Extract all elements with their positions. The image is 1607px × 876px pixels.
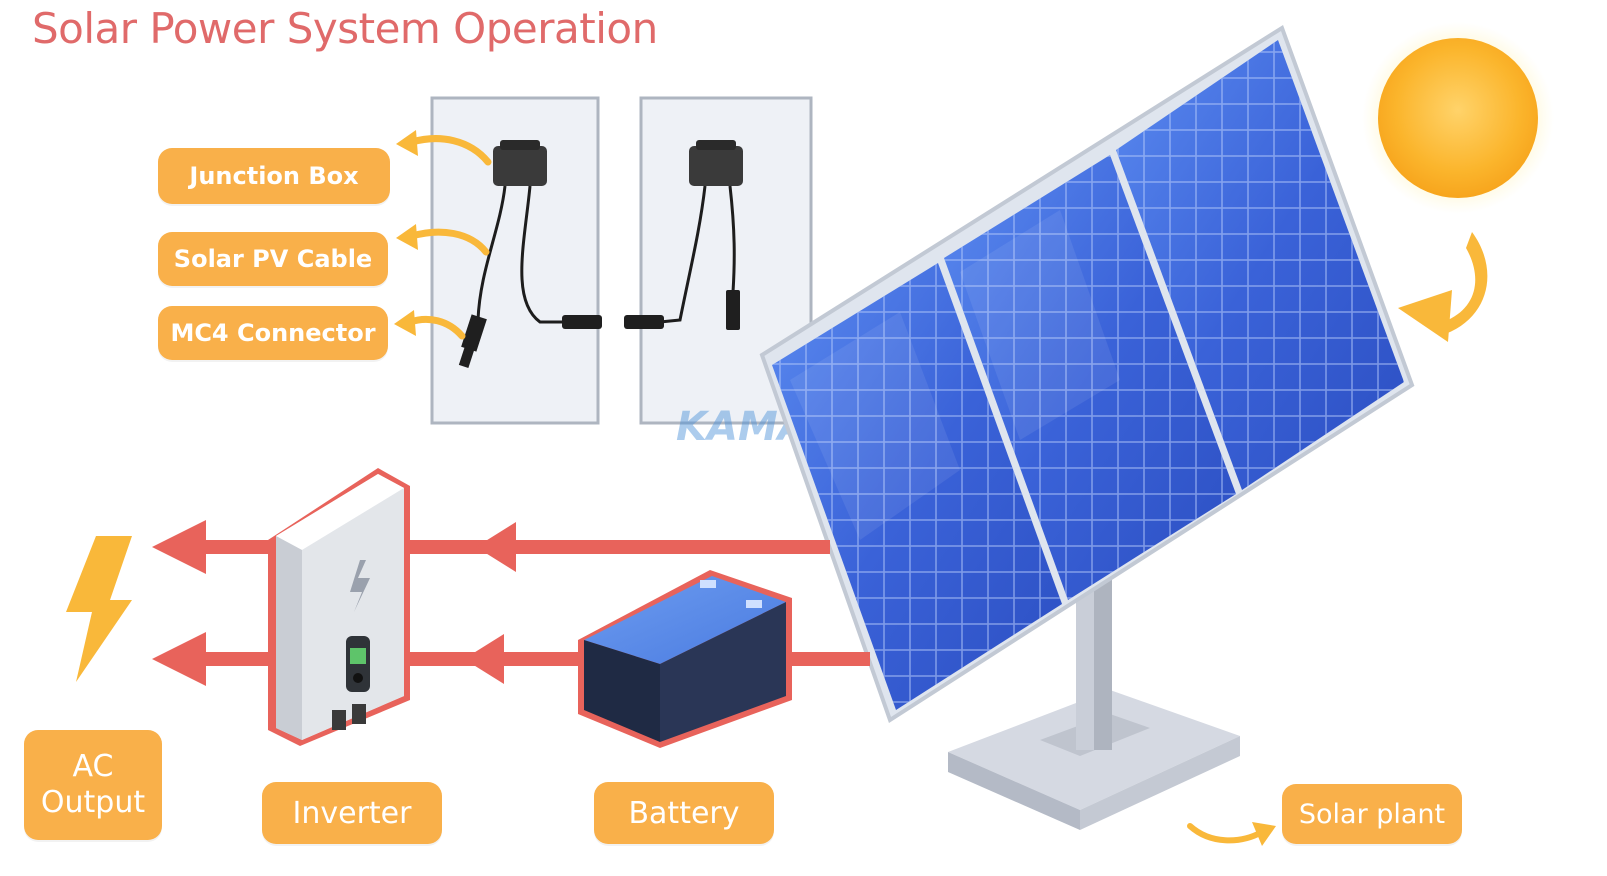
callout-arrowheads [394,130,418,336]
junction-box-icon [493,140,743,186]
mc4-connector-icon [458,290,740,369]
sun-icon [1362,22,1554,214]
label-battery: Battery [594,782,774,844]
solar-plant-arrow [1187,822,1276,846]
label-inverter: Inverter [262,782,442,844]
solar-array [759,24,1415,830]
label-ac-output: AC Output [24,730,162,840]
label-solar-plant: Solar plant [1282,784,1462,844]
lightning-icon [66,536,132,682]
label-solar-pv-cable: Solar PV Cable [158,232,388,286]
label-junction-box: Junction Box [158,148,390,204]
page-title: Solar Power System Operation [32,4,658,53]
battery-icon [578,570,792,748]
flow-arrows [152,520,870,686]
inverter-icon [268,468,410,746]
label-mc4-connector: MC4 Connector [158,306,388,360]
sunlight-arrow-icon [1398,232,1488,342]
pv-cable-icon [476,185,736,324]
pv-module-illustration [394,96,813,425]
